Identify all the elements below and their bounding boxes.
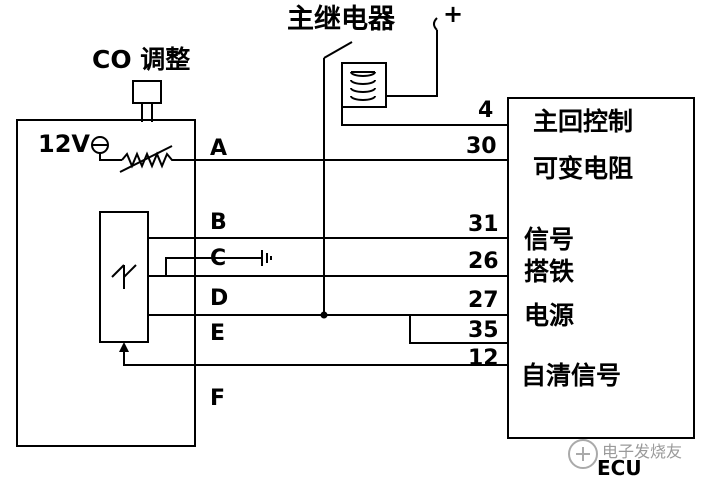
ecu-pin-4: 4 — [478, 98, 494, 123]
junction-dot — [320, 311, 328, 319]
voltage-label: 12V — [38, 130, 90, 158]
pin-b: B — [210, 210, 227, 235]
watermark-text: 电子发烧友 — [602, 442, 683, 461]
arrow-up-icon — [119, 342, 129, 352]
co-adjust-label: CO 调整 — [92, 45, 191, 74]
ecu-func-main-control: 主回控制 — [533, 107, 634, 136]
supply-plus: + — [443, 0, 464, 28]
ecu-box — [507, 97, 695, 439]
ecu-pin-30: 30 — [466, 134, 497, 159]
ecu-func-power: 电源 — [524, 301, 575, 330]
pin-a: A — [210, 136, 228, 161]
pin-c: C — [210, 246, 227, 271]
ecu-pin-27: 27 — [468, 288, 499, 313]
main-relay-title: 主继电器 — [287, 4, 395, 35]
ecu-name: ECU — [597, 456, 642, 480]
wire-12-self-clean — [123, 350, 508, 366]
sensor-element-icon — [111, 264, 137, 289]
pin-f: F — [210, 386, 226, 411]
sensor-box — [16, 119, 196, 447]
ecu-pin-31: 31 — [468, 212, 499, 237]
ecu-func-ground: 搭铁 — [524, 257, 575, 286]
supply-arrow-icon — [433, 17, 438, 31]
pin-e: E — [210, 321, 226, 346]
wire-c-ground — [165, 257, 262, 276]
pin-d: D — [210, 286, 229, 311]
ecu-pin-26: 26 — [468, 249, 499, 274]
variable-resistor-icon — [121, 151, 178, 169]
main-relay-icon — [323, 41, 387, 108]
wire-35 — [409, 315, 508, 344]
ecu-pin-35: 35 — [468, 318, 499, 343]
co-adjust-screw — [132, 80, 162, 122]
wire-relay-to-ecu-4 — [341, 107, 508, 126]
ecu-func-self-clean: 自清信号 — [521, 361, 622, 390]
ecu-pin-12: 12 — [468, 346, 499, 371]
watermark-logo-icon — [568, 439, 598, 469]
ecu-func-variable-resistor: 可变电阻 — [533, 154, 634, 183]
ecu-func-signal: 信号 — [524, 225, 575, 254]
wire-relay-supply — [386, 30, 438, 97]
wire-12v — [99, 153, 122, 161]
